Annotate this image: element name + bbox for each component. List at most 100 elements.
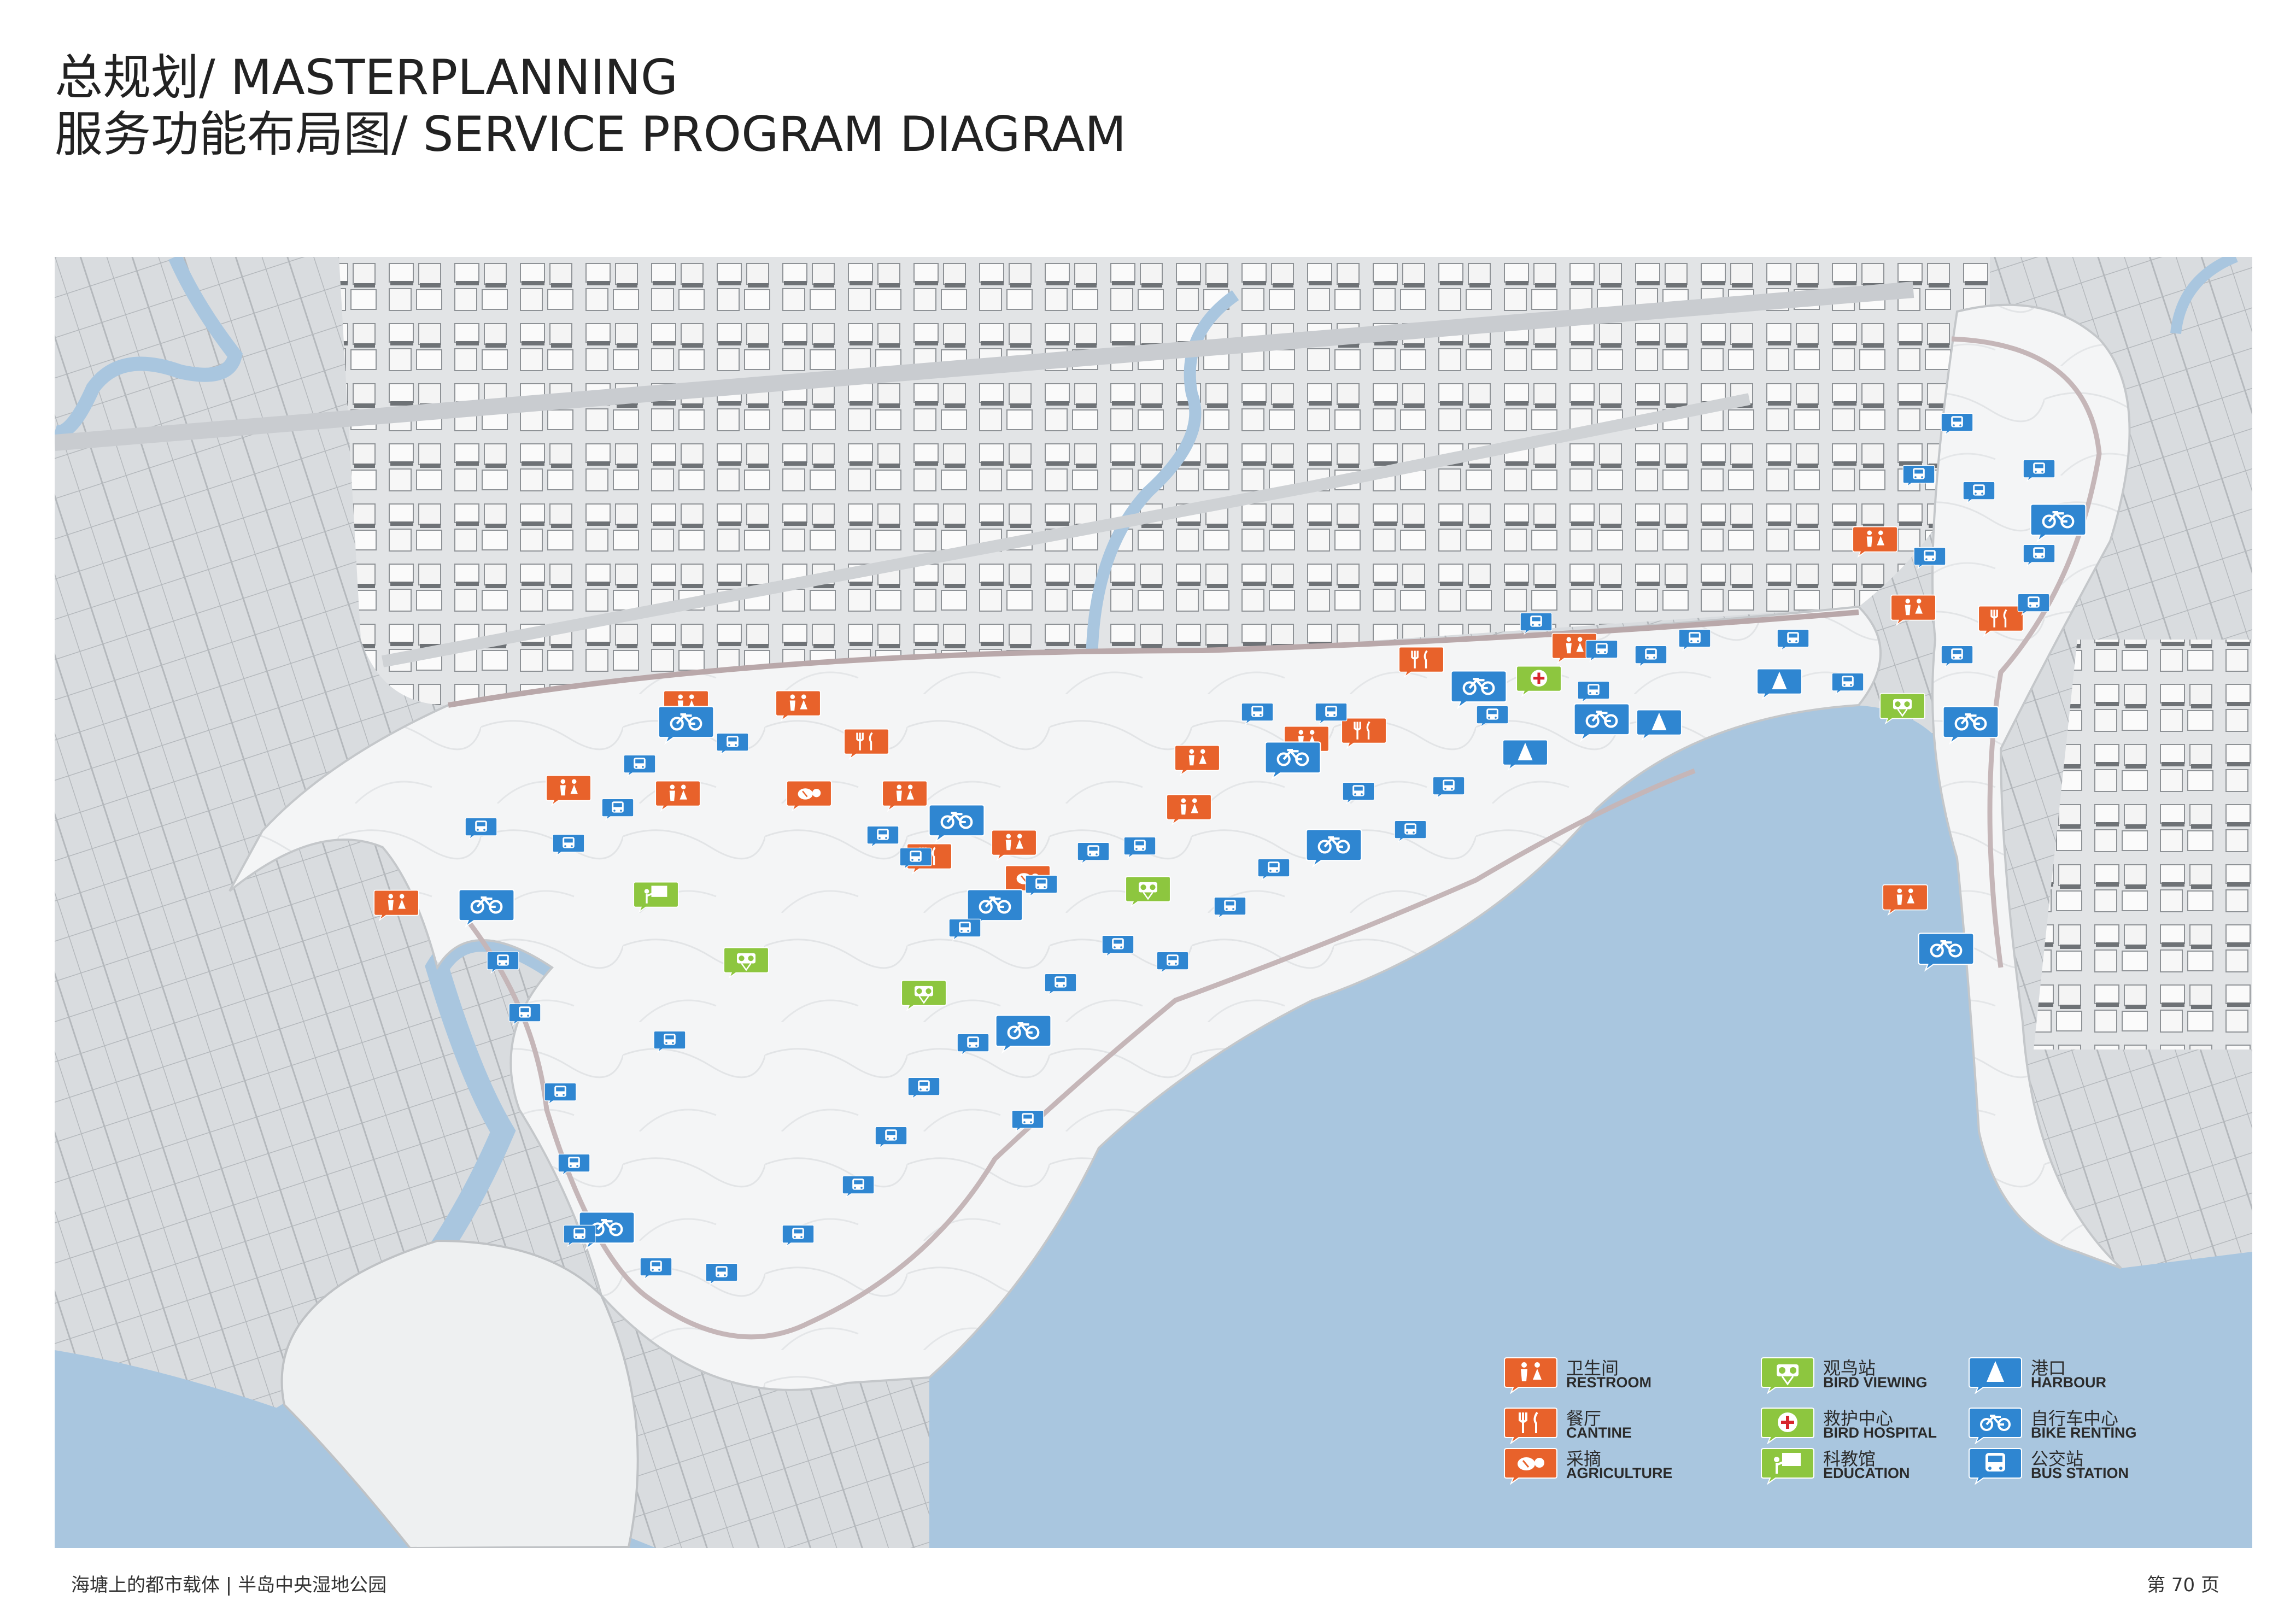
bicycle-icon[interactable] (1942, 706, 1999, 745)
bicycle-icon[interactable] (1305, 829, 1362, 868)
bicycle-icon[interactable] (2030, 503, 2087, 543)
bus-icon[interactable] (1577, 681, 1610, 703)
legend-label-en: BIRD VIEWING (1823, 1374, 1928, 1391)
restroom-icon[interactable] (882, 780, 928, 812)
bus-icon[interactable] (601, 798, 634, 821)
legend-label-zh: 观鸟站 (1823, 1358, 1876, 1379)
bus-icon[interactable] (552, 834, 585, 857)
bus-icon[interactable] (1214, 896, 1246, 919)
binoculars-icon[interactable] (1879, 693, 1925, 725)
binoculars-icon[interactable] (901, 980, 947, 1012)
bus-icon[interactable] (653, 1030, 686, 1053)
bicycle-icon[interactable] (658, 706, 714, 745)
bus-icon[interactable] (1123, 836, 1156, 859)
binoculars-icon[interactable] (723, 947, 769, 979)
bus-icon[interactable] (1777, 629, 1809, 652)
cutlery-icon[interactable] (1978, 605, 2024, 637)
restroom-icon[interactable] (655, 780, 701, 812)
bus-icon[interactable] (866, 825, 899, 848)
bus-icon[interactable] (782, 1224, 815, 1247)
bus-icon[interactable] (842, 1175, 875, 1198)
road-north (55, 282, 1914, 451)
bus-icon[interactable] (2023, 459, 2055, 482)
bicycle-icon[interactable] (458, 889, 515, 928)
bus-icon[interactable] (1476, 705, 1509, 728)
harvest-icon[interactable] (786, 780, 832, 812)
sail-icon[interactable] (1636, 709, 1682, 741)
bus-icon[interactable] (948, 918, 981, 941)
bus-icon[interactable] (1025, 875, 1058, 898)
restroom-icon[interactable] (1882, 884, 1928, 916)
title-line-1: 总规划/ MASTERPLANNING (55, 49, 678, 105)
restroom-icon[interactable] (1890, 594, 1936, 626)
bicycle-icon[interactable] (995, 1015, 1052, 1054)
binoculars-icon[interactable] (1125, 876, 1171, 908)
bicycle-icon[interactable] (1450, 670, 1507, 710)
bus-icon[interactable] (1257, 858, 1290, 881)
sail-icon[interactable] (1756, 668, 1802, 700)
bus-icon[interactable] (1585, 640, 1618, 663)
bus-icon[interactable] (558, 1153, 590, 1176)
bicycle-icon[interactable] (928, 804, 985, 843)
bus-icon[interactable] (1635, 645, 1667, 668)
bus-icon[interactable] (1315, 702, 1348, 725)
bus-icon[interactable] (1432, 776, 1465, 799)
bus-icon[interactable] (907, 1077, 940, 1100)
bicycle-icon[interactable] (1264, 741, 1321, 781)
page-title: 总规划/ MASTERPLANNING 服务功能布局图/ SERVICE PRO… (55, 49, 1126, 163)
restroom-icon[interactable] (775, 690, 821, 722)
bus-icon[interactable] (1941, 645, 1973, 668)
sail-icon[interactable] (1502, 739, 1548, 771)
bus-icon[interactable] (1941, 413, 1973, 436)
bus-icon[interactable] (1831, 672, 1864, 695)
bicycle-icon[interactable] (1573, 703, 1630, 742)
bus-icon[interactable] (1011, 1110, 1044, 1133)
cutlery-icon (1504, 1408, 1557, 1444)
restroom-icon[interactable] (546, 775, 591, 807)
bicycle-icon[interactable] (1918, 933, 1975, 972)
bus-icon[interactable] (1241, 702, 1274, 725)
bus-icon[interactable] (640, 1257, 672, 1280)
legend-item-agriculture: 采摘 AGRICULTURE (1503, 1446, 1733, 1488)
cutlery-icon[interactable] (844, 728, 889, 760)
bus-icon[interactable] (1156, 951, 1189, 974)
bus-icon[interactable] (957, 1033, 989, 1056)
bus-icon[interactable] (623, 754, 656, 777)
bus-icon[interactable] (1913, 547, 1946, 570)
cutlery-icon[interactable] (1341, 717, 1387, 749)
bus-icon[interactable] (2017, 593, 2050, 616)
bus-icon[interactable] (1902, 465, 1935, 488)
bus-icon[interactable] (487, 951, 519, 974)
bus-icon[interactable] (1394, 820, 1427, 843)
bus-icon[interactable] (1342, 782, 1375, 805)
teacher-board-icon[interactable] (633, 881, 679, 913)
loop-path-east (1951, 336, 2102, 968)
restroom-icon[interactable] (1166, 794, 1212, 826)
sail-icon (1969, 1357, 2022, 1394)
bus-icon[interactable] (1077, 842, 1110, 865)
bus-icon[interactable] (1044, 973, 1077, 996)
restroom-icon[interactable] (991, 829, 1037, 861)
bus-icon[interactable] (563, 1224, 596, 1247)
bus-icon[interactable] (875, 1126, 907, 1149)
restroom-icon (1504, 1357, 1557, 1394)
bicycle-icon[interactable] (967, 889, 1023, 928)
bus-icon[interactable] (2023, 544, 2055, 567)
bus-icon[interactable] (508, 1003, 541, 1026)
restroom-icon[interactable] (1174, 744, 1220, 777)
bus-icon[interactable] (465, 817, 497, 840)
bus-icon[interactable] (544, 1082, 577, 1105)
bus-icon[interactable] (1520, 612, 1553, 635)
legend-label-en: CANTINE (1566, 1424, 1632, 1441)
bus-icon[interactable] (1963, 481, 1995, 504)
bus-icon[interactable] (1102, 935, 1134, 958)
bus-icon[interactable] (899, 847, 932, 870)
bus-icon[interactable] (705, 1263, 738, 1286)
medical-cross-icon[interactable] (1516, 665, 1562, 697)
restroom-icon[interactable] (373, 889, 419, 922)
cutlery-icon[interactable] (1398, 646, 1444, 678)
bus-icon[interactable] (716, 732, 749, 755)
bus-icon[interactable] (1678, 629, 1711, 652)
restroom-icon[interactable] (1551, 632, 1597, 665)
restroom-icon[interactable] (1852, 526, 1898, 558)
